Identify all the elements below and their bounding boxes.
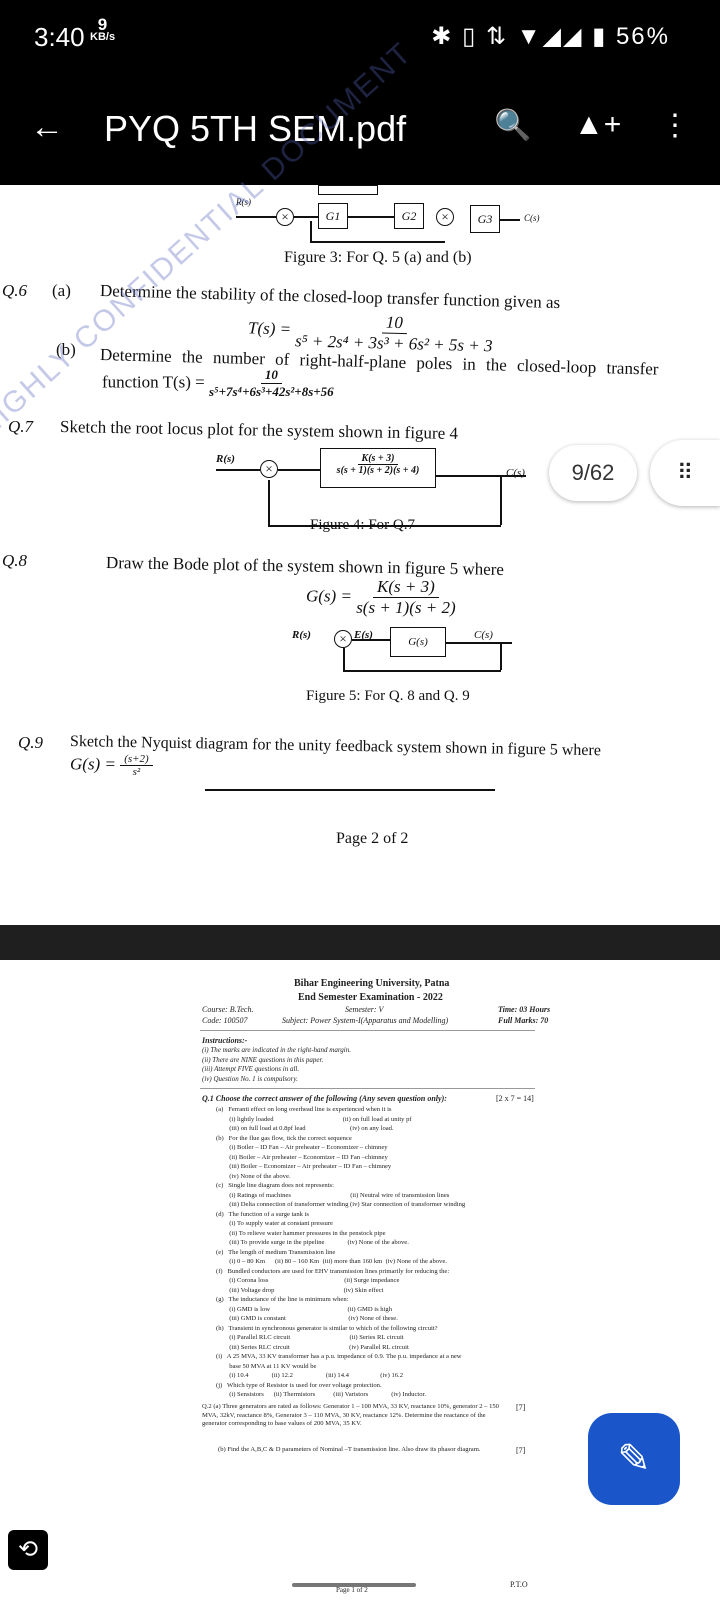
pto-label: P.T.O [510, 1580, 528, 1589]
q1-line: (i) lightly loaded (ii) on full load at … [216, 1115, 412, 1123]
block-g: G(s) [390, 627, 446, 657]
q1-line: (j) Which type of Resistor is used for o… [216, 1381, 382, 1389]
q1-line: (a) Ferranti effect on long overhead lin… [216, 1106, 392, 1113]
q8-text: Draw the Bode plot of the system shown i… [105, 553, 505, 579]
fig3-output-label: C(s) [524, 213, 540, 223]
page-footer: Page 2 of 2 [336, 830, 409, 847]
q1-line: (i) A 25 MVA, 33 KV transformer has a p.… [216, 1353, 462, 1360]
edit-fab-icon[interactable]: ✎ [588, 1413, 680, 1505]
q1-line: (i) Parallel RLC circuit (ii) Series RL … [216, 1334, 404, 1341]
question-number: Q.9 [18, 733, 44, 752]
fast-scroll-handle[interactable]: ⠿ [650, 440, 720, 506]
q1-line: (iii) To provide surge in the pipeline (… [216, 1239, 409, 1246]
q2b-text: (b) Find the A,B,C & D parameters of Nom… [218, 1446, 481, 1453]
q1-line: (i) 0 – 80 Km (ii) 80 – 160 Km (iii) mor… [216, 1258, 447, 1265]
pdf-page-2: R(s) × G1 G2 × G3 C(s) Figure 3: For Q. … [0, 185, 720, 925]
q9-equation: G(s) = (s+2)s² [70, 753, 153, 778]
q1-title: Q.1 Choose the correct answer of the fol… [202, 1094, 447, 1103]
q1-line: (i) Sensistors (ii) Thermistors (iii) Va… [216, 1391, 427, 1398]
error-signal-label: E(s) [354, 629, 373, 641]
q1-line: (i) Ratings of machines (ii) Neutral wir… [216, 1191, 450, 1199]
clock: 3:40 [34, 22, 85, 52]
block-g1: G1 [318, 203, 348, 229]
university-name: Bihar Engineering University, Patna [294, 978, 450, 989]
q7-text: Sketch the root locus plot for the syste… [59, 417, 459, 443]
question-number: Q.8 [2, 551, 28, 570]
q1-line: (i) GMD is low (ii) GMD is high [216, 1305, 393, 1313]
q2b-marks: [7] [516, 1446, 526, 1455]
fig5-output-label: C(s) [474, 629, 493, 641]
q1-line: (iii) on full load at 0.8pf lead (iv) on… [216, 1125, 394, 1132]
block-g3: G3 [470, 205, 500, 233]
q1-line: (i) Boiler – ID Fan – Air preheater – Ec… [216, 1144, 388, 1151]
figure-5-caption: Figure 5: For Q. 8 and Q. 9 [306, 688, 470, 704]
subject: Subject: Power System-I(Apparatus and Mo… [282, 1016, 449, 1025]
summing-junction: × [436, 208, 454, 226]
figure-3-caption: Figure 3: For Q. 5 (a) and (b) [284, 249, 472, 266]
fig4-input-label: R(s) [216, 453, 235, 465]
q1-line: (iii) Series RLC circuit (iv) Parallel R… [216, 1343, 409, 1351]
q1-line: (h) Transient in synchronous generator i… [216, 1324, 438, 1332]
course: Course: B.Tech. [202, 1005, 254, 1014]
q1-options: (a) Ferranti effect on long overhead lin… [216, 1105, 465, 1400]
search-icon[interactable]: 🔍 [494, 109, 532, 142]
full-marks: Full Marks: 70 [498, 1016, 549, 1025]
part-label: (a) [52, 281, 71, 300]
q8-equation: G(s) = K(s + 3)s(s + 1)(s + 2) [306, 577, 456, 617]
instructions-title: Instructions:- [202, 1036, 248, 1045]
q1-line: (i) To supply water at constant pressure [216, 1220, 333, 1227]
rotate-icon[interactable]: ⟲ [8, 1530, 48, 1570]
q1-line: (d) The function of a surge tank is [216, 1210, 309, 1218]
q1-line: (g) The inductance of the line is minimu… [216, 1296, 349, 1303]
question-number: Q.7 [8, 417, 34, 436]
instructions-list: (i) The marks are indicated in the right… [202, 1046, 351, 1083]
fig3-input-label: R(s) [236, 197, 251, 207]
page-indicator: 9/62 [549, 445, 637, 501]
q1-line: (i) 10.4 (ii) 12.2 (iii) 14.4 (iv) 16.2 [216, 1372, 403, 1379]
q1-line: (iii) Voltage drop (iv) Skin effect [216, 1286, 384, 1294]
figure-4-caption: Figure 4: For Q.7 [310, 517, 415, 533]
code: Code: 100507 [202, 1016, 248, 1025]
q1-line: (ii) To relieve water hammer pressures i… [216, 1229, 386, 1237]
question-number: Q.6 [2, 281, 28, 300]
divider [205, 789, 495, 791]
q1-line: (ii) Boiler – Air preheater – Economizer… [216, 1153, 388, 1161]
q1-line: (f) Bundled conductors are used for EHV … [216, 1267, 450, 1275]
summing-junction: × [276, 208, 294, 226]
gesture-bar[interactable] [292, 1583, 416, 1587]
q1-line: (iv) None of the above. [216, 1172, 291, 1180]
q1-line: base 50 MVA at 11 KV would be [216, 1362, 317, 1370]
summing-junction: × [334, 630, 352, 648]
q1-line: (c) Single line diagram does not represe… [216, 1182, 334, 1189]
q1-line: (iii) Boiler – Economizer – Air preheate… [216, 1163, 392, 1170]
q2a-text: Q.2 (a) Three generators are rated as fo… [202, 1403, 499, 1427]
app-bar: ← PYQ 5TH SEM.pdf 🔍 ▲+ ⋮ [0, 80, 720, 185]
block-transfer-function: K(s + 3)s(s + 1)(s + 2)(s + 4) [320, 448, 436, 488]
fig4-output-label: C(s) [506, 467, 525, 479]
q1-line: (i) Corona loss (ii) Surge impedance [216, 1277, 400, 1284]
status-icons: ✱ ▯ ⇅ ▼◢◢ ▮ 56% [431, 23, 670, 50]
semester: Semester: V [345, 1005, 384, 1014]
part-label: (b) [56, 340, 76, 359]
exam-time: Time: 03 Hours [498, 1005, 551, 1014]
summing-junction: × [260, 460, 278, 478]
q1-line: (iii) Delta connection of transformer wi… [216, 1201, 466, 1208]
q2a-marks: [7] [516, 1403, 526, 1412]
q1-marks: [2 x 7 = 14] [496, 1094, 534, 1103]
add-to-drive-icon[interactable]: ▲+ [574, 108, 622, 141]
more-options-icon[interactable]: ⋮ [660, 109, 690, 142]
q1-line: (iii) GMD is constant (iv) None of these… [216, 1315, 398, 1322]
exam-title: End Semester Examination - 2022 [298, 992, 443, 1003]
q1-line: (b) For the flue gas flow, tick the corr… [216, 1134, 352, 1142]
page-footer: Page 1 of 2 [336, 1586, 368, 1594]
document-title: PYQ 5TH SEM.pdf [104, 108, 407, 149]
fig5-input-label: R(s) [292, 629, 311, 641]
battery-indicator: ▮ 56% [592, 23, 670, 50]
back-arrow-icon[interactable]: ← [30, 108, 64, 146]
block-g2: G2 [394, 203, 424, 229]
q1-line: (e) The length of medium Transmission li… [216, 1248, 336, 1256]
